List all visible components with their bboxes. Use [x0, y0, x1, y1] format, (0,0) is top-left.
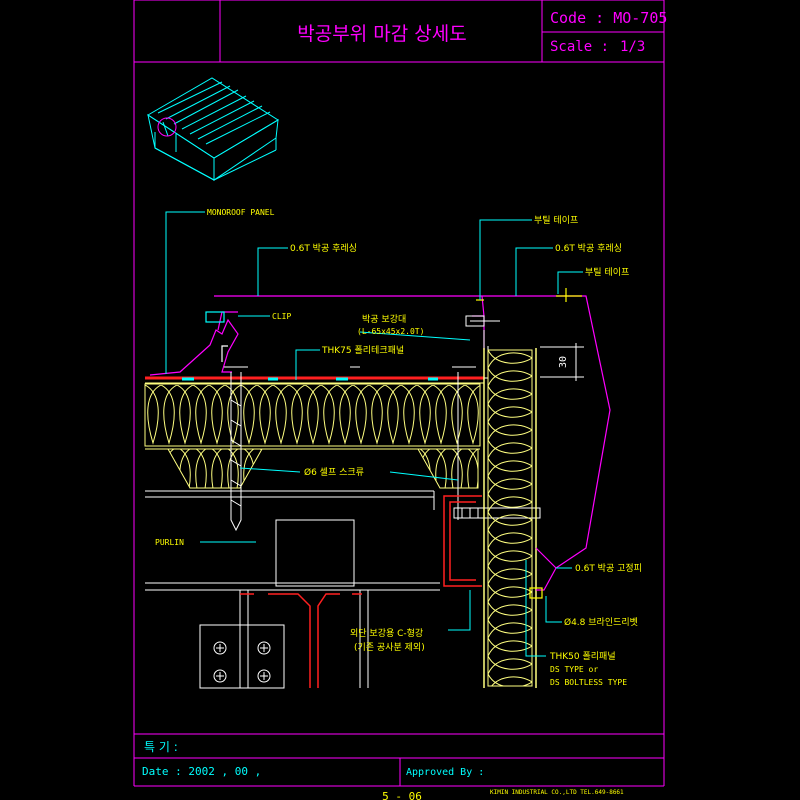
label-thk75-panel: THK75 폴리테크패널 [321, 345, 404, 356]
label-thk50-panel: THK50 폴리패널 [549, 651, 616, 662]
panel-seam-clip [149, 311, 239, 376]
roof-insulation-panel [144, 383, 481, 489]
dimension-30-label: 30 [558, 356, 569, 368]
label-monoroof-panel: MONOROOF PANEL [207, 208, 275, 217]
fixing-plate-and-rivet [529, 547, 557, 599]
drawing-title: 박공부위 마감 상세도 [297, 23, 466, 45]
butyl-tape [476, 288, 582, 302]
code-label: Code : MO-705 [550, 9, 667, 27]
label-screw: Ø6 셀프 스크류 [304, 467, 364, 478]
anchor-bolts [213, 641, 271, 683]
dimension-30 [540, 343, 584, 381]
leader-lines [165, 211, 583, 657]
label-gable-reinforce-spec: (L-65x45x2.0T) [357, 327, 424, 336]
label-c-channel-note: (기존 공사분 제외) [354, 641, 425, 653]
label-gable-reinforce: 박공 보강대 [362, 314, 406, 325]
label-ds-type: DS TYPE or [550, 665, 598, 674]
steel-structure [145, 490, 440, 689]
i-beam [240, 593, 362, 688]
label-flashing-left: 0.6T 박공 후레싱 [290, 243, 357, 254]
label-purlin: PURLIN [155, 538, 184, 547]
label-flashing-right: 0.6T 박공 후레싱 [555, 243, 622, 254]
label-c-channel: 외단 보강용 C-형강 [350, 627, 423, 639]
title-block [133, 0, 665, 787]
approved-label: Approved By : [406, 767, 484, 778]
label-rivet: Ø4.8 브라인드리벳 [564, 617, 638, 628]
page-number: 5 - 06 [382, 790, 422, 800]
label-ds-boltless: DS BOLTLESS TYPE [550, 678, 627, 687]
notes-label: 특 기 : [144, 740, 178, 754]
roof-top-sheet [145, 376, 484, 384]
label-fixing-plate: 0.6T 박공 고정피 [575, 563, 642, 574]
company-info: KIMIN INDUSTRIAL CO.,LTD TEL.649-8661 [490, 789, 624, 796]
c-channel-reinforcement [443, 495, 482, 587]
isometric-building-view [147, 77, 279, 181]
label-butyl-tape-1: 부틸 테이프 [534, 215, 578, 226]
label-clip: CLIP [272, 312, 291, 321]
date-label: Date : 2002 , 00 , [142, 765, 261, 778]
label-butyl-tape-2: 부틸 테이프 [585, 267, 629, 278]
wall-insulation-panel [483, 348, 537, 688]
scale-label: Scale : [550, 39, 609, 55]
scale-value: 1/3 [620, 39, 645, 55]
